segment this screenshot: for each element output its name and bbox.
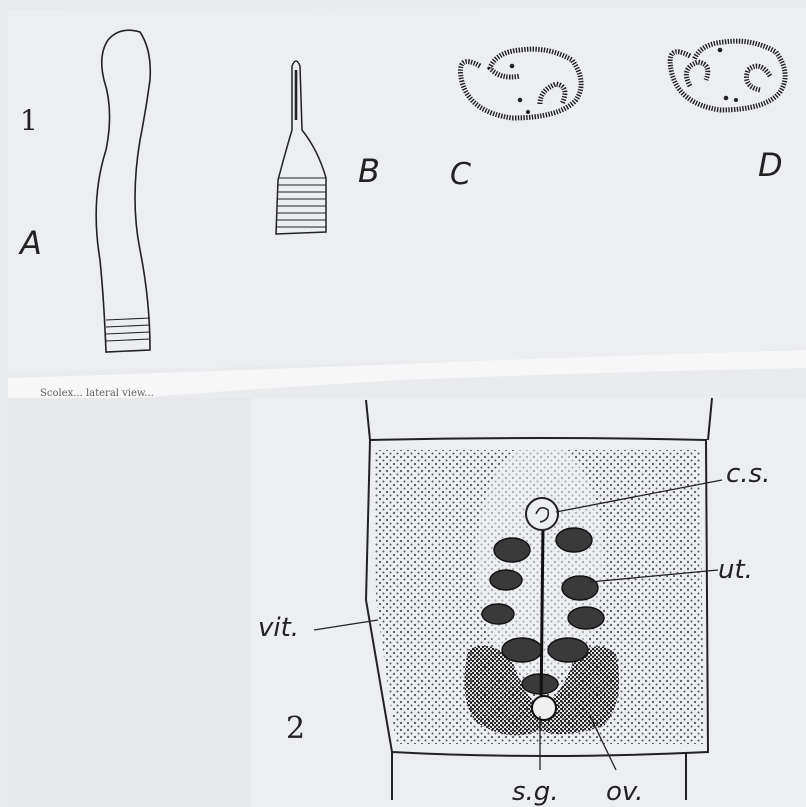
label-b: B [358, 152, 380, 190]
figure-1-number: 1 [20, 104, 38, 137]
shell-gland [532, 696, 556, 720]
label-vit: vit. [258, 613, 299, 643]
label-d: D [758, 146, 783, 184]
label-c: C [450, 157, 471, 192]
faded-caption-text: Scolex... lateral view... [40, 388, 154, 399]
proglottid [366, 398, 712, 800]
lower-left-paper [8, 398, 250, 807]
label-a: A [18, 224, 42, 262]
label-sg: s.g. [512, 777, 559, 807]
label-ut: ut. [718, 555, 753, 585]
cirrus-sac [526, 498, 558, 530]
label-cs: c.s. [726, 459, 770, 489]
label-ov: ov. [606, 777, 643, 807]
upper-paper-sheet [8, 8, 806, 372]
figure-2-number: 2 [286, 711, 305, 746]
